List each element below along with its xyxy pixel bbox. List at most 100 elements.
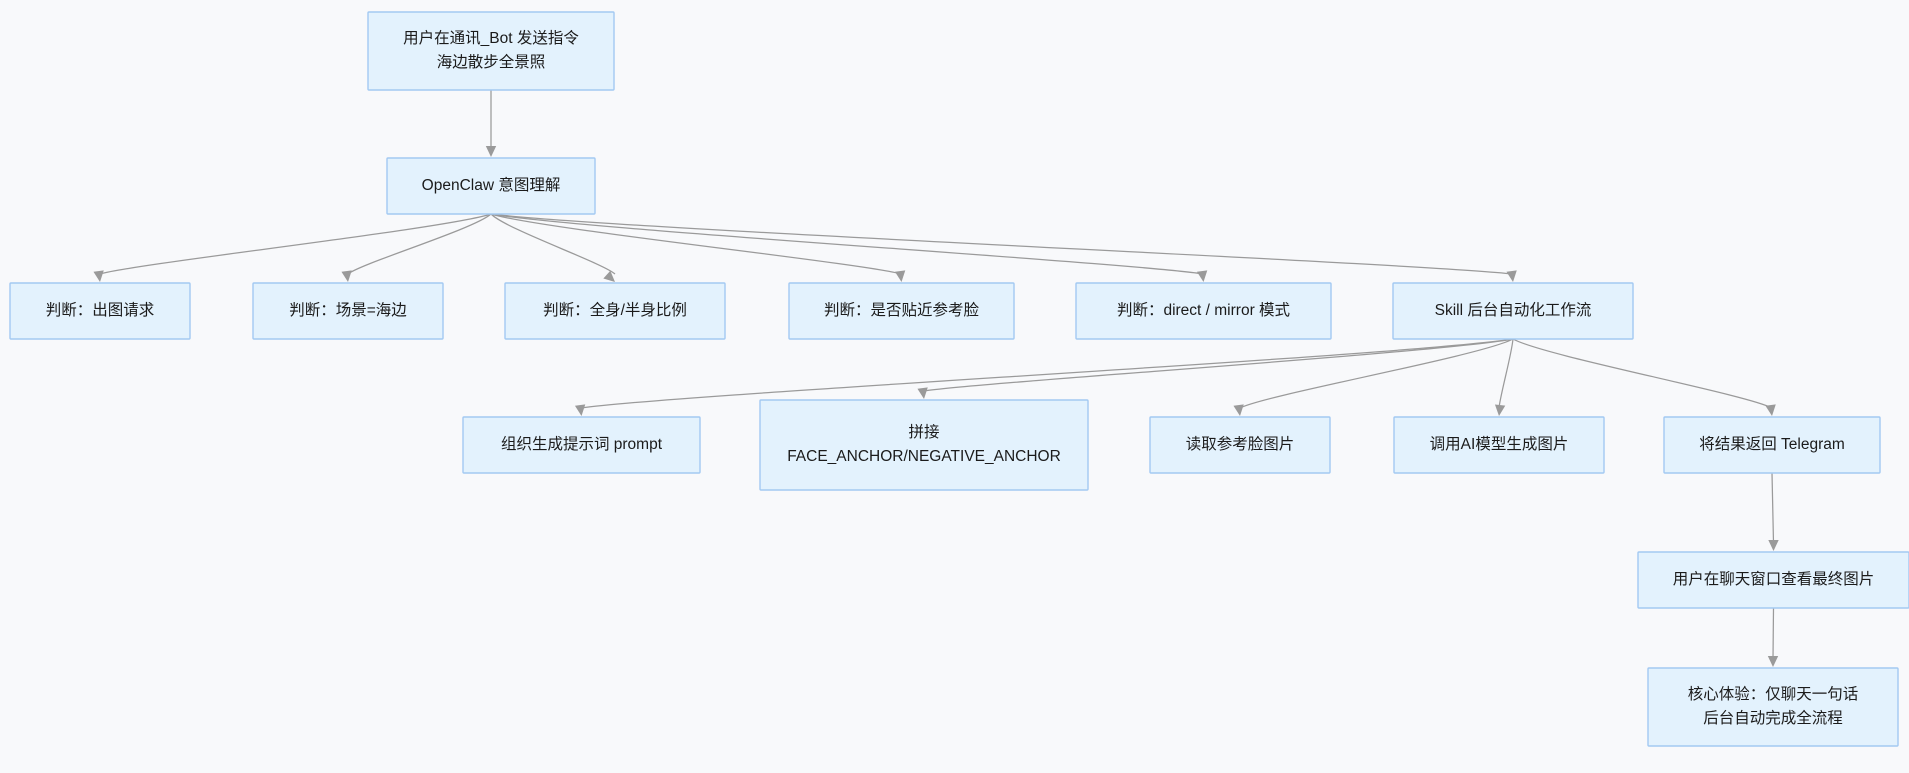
flow-node[interactable]: 拼接 FACE_ANCHOR/NEGATIVE_ANCHOR	[759, 399, 1089, 491]
node-box[interactable]	[759, 399, 1089, 491]
node-label-line: FACE_ANCHOR/NEGATIVE_ANCHOR	[787, 448, 1061, 465]
node-label: 拼接 FACE_ANCHOR/NEGATIVE_ANCHOR	[787, 423, 1061, 465]
node-label-line: 核心体验：仅聊天一句话	[1688, 685, 1859, 703]
node-label-line: 判断：direct / mirror 模式	[1117, 301, 1290, 319]
flow-node[interactable]: 组织生成提示词 prompt	[462, 416, 701, 474]
node-label-line: 拼接	[908, 423, 939, 441]
edge-arrowhead	[894, 270, 906, 282]
edge-n2-n3	[93, 213, 492, 282]
node-box[interactable]	[1393, 416, 1605, 474]
edge-n8-n9	[574, 338, 1514, 416]
edge-arrowhead	[574, 404, 586, 416]
node-box[interactable]	[1637, 551, 1909, 609]
node-box[interactable]	[1663, 416, 1881, 474]
node-label-line: 读取参考脸图片	[1186, 435, 1295, 453]
node-box[interactable]	[9, 282, 191, 340]
edge-n2-n6	[490, 213, 906, 282]
node-label: 核心体验：仅聊天一句话后台自动完成全流程	[1688, 685, 1859, 727]
edge-line	[581, 338, 1514, 409]
flow-node[interactable]: 判断：全身/半身比例	[504, 282, 726, 340]
flow-node[interactable]: 判断：是否贴近参考脸	[788, 282, 1015, 340]
node-box[interactable]	[386, 157, 596, 215]
edge-arrowhead	[485, 146, 497, 157]
flow-node[interactable]: 用户在聊天窗口查看最终图片	[1637, 551, 1909, 609]
node-label-line: 判断：出图请求	[46, 301, 155, 319]
edge-arrowhead	[341, 270, 352, 282]
node-label-line: 判断：场景=海边	[289, 301, 407, 319]
node-label-line: 判断：全身/半身比例	[543, 301, 687, 319]
node-label: 用户在聊天窗口查看最终图片	[1673, 570, 1875, 588]
edge-line	[490, 213, 616, 275]
edge-arrowhead	[603, 270, 615, 282]
edge-arrowhead	[1233, 404, 1244, 416]
node-label: 组织生成提示词 prompt	[501, 435, 663, 453]
edge-arrowhead	[93, 270, 104, 282]
flow-node[interactable]: 调用AI模型生成图片	[1393, 416, 1605, 474]
flow-node[interactable]: OpenClaw 意图理解	[386, 157, 596, 215]
edge-n2-n5	[490, 213, 616, 282]
node-label: 将结果返回 Telegram	[1699, 435, 1845, 453]
node-label-line: 用户在通讯_Bot 发送指令	[403, 29, 579, 47]
node-label-line: 将结果返回 Telegram	[1699, 435, 1845, 453]
node-label: 判断：出图请求	[46, 301, 155, 319]
edge-line	[1498, 338, 1514, 409]
node-label: 判断：场景=海边	[289, 301, 407, 319]
edge-line	[1512, 338, 1773, 409]
flow-node[interactable]: 读取参考脸图片	[1149, 416, 1331, 474]
edge-arrowhead	[1196, 270, 1208, 282]
node-box[interactable]	[462, 416, 701, 474]
node-label: 调用AI模型生成图片	[1430, 435, 1569, 453]
edge-n8-n10	[917, 338, 1514, 399]
edge-line	[490, 213, 1514, 275]
node-box[interactable]	[788, 282, 1015, 340]
edge-n13-n14	[1768, 472, 1779, 551]
edge-n2-n8	[490, 213, 1517, 282]
flow-node[interactable]: 判断：direct / mirror 模式	[1075, 282, 1332, 340]
edge-line	[490, 213, 1204, 275]
flow-node[interactable]: 判断：出图请求	[9, 282, 191, 340]
edge-n8-n12	[1494, 338, 1514, 416]
edge-n8-n11	[1233, 338, 1514, 416]
node-box[interactable]	[367, 11, 615, 91]
edges-layer	[93, 90, 1779, 667]
node-label-line: 调用AI模型生成图片	[1430, 435, 1569, 453]
node-label-line: 用户在聊天窗口查看最终图片	[1673, 570, 1875, 588]
node-box[interactable]	[1149, 416, 1331, 474]
flow-node[interactable]: Skill 后台自动化工作流	[1392, 282, 1634, 340]
edge-line	[1771, 472, 1775, 544]
edge-arrowhead	[917, 387, 928, 399]
node-label-line: 组织生成提示词 prompt	[501, 435, 663, 453]
node-label-line: 海边散步全景照	[437, 53, 546, 71]
edge-arrowhead	[1767, 656, 1779, 667]
node-label: 判断：direct / mirror 模式	[1117, 301, 1290, 319]
edge-arrowhead	[1768, 540, 1779, 551]
node-box[interactable]	[1647, 667, 1899, 747]
edge-arrowhead	[1506, 270, 1517, 282]
node-label: 判断：是否贴近参考脸	[824, 301, 980, 319]
node-box[interactable]	[1392, 282, 1634, 340]
node-box[interactable]	[504, 282, 726, 340]
node-label: 判断：全身/半身比例	[543, 301, 687, 319]
flow-node[interactable]: 判断：场景=海边	[252, 282, 444, 340]
node-label-line: 后台自动完成全流程	[1703, 709, 1843, 727]
flow-node[interactable]: 核心体验：仅聊天一句话后台自动完成全流程	[1647, 667, 1899, 747]
node-label: 用户在通讯_Bot 发送指令海边散步全景照	[403, 29, 579, 71]
edge-arrowhead	[1765, 404, 1776, 416]
edge-line	[99, 213, 492, 275]
flow-node[interactable]: 将结果返回 Telegram	[1663, 416, 1881, 474]
edge-line	[347, 213, 492, 275]
node-label-line: 判断：是否贴近参考脸	[824, 301, 980, 319]
edge-line	[923, 338, 1514, 392]
node-label: OpenClaw 意图理解	[422, 175, 561, 194]
edge-arrowhead	[1494, 404, 1506, 416]
node-box[interactable]	[252, 282, 444, 340]
flow-node[interactable]: 用户在通讯_Bot 发送指令海边散步全景照	[367, 11, 615, 91]
node-box[interactable]	[1075, 282, 1332, 340]
edge-n14-n15	[1767, 607, 1779, 667]
node-label-line: OpenClaw 意图理解	[422, 175, 561, 194]
edge-n8-n13	[1512, 338, 1776, 416]
edge-line	[1772, 607, 1775, 660]
node-label: Skill 后台自动化工作流	[1435, 301, 1592, 319]
